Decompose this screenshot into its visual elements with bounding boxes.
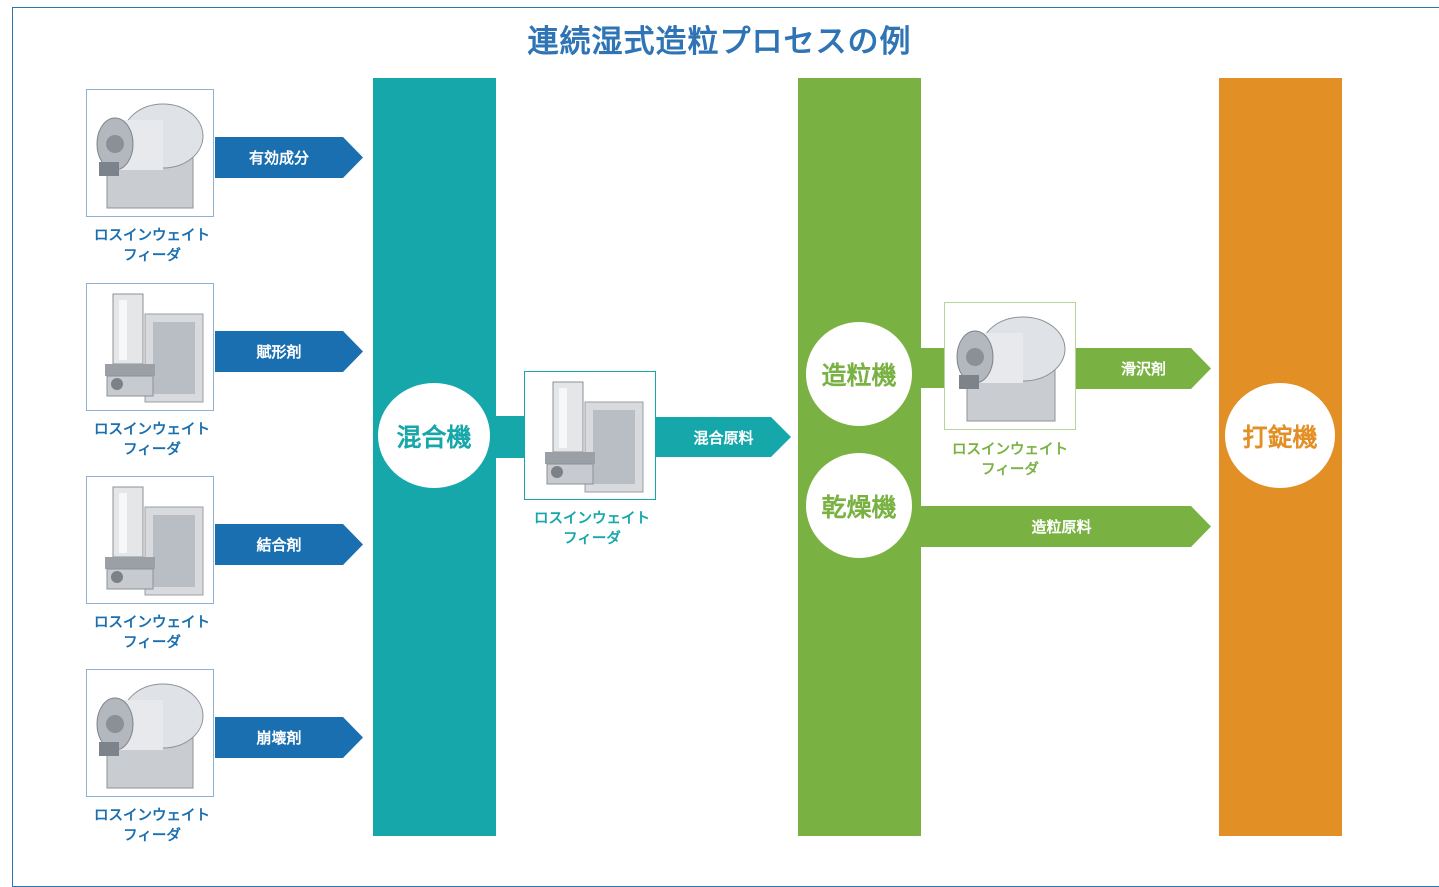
caption-line-2: フィーダ [123,442,181,458]
drum-feeder-icon [956,316,1066,422]
caption-line-2: フィーダ [123,635,181,651]
feed-input-label: 崩壊剤 [256,729,302,747]
lubricant-arrow: 滑沢剤 [1076,348,1211,389]
lubricant-feeder-image [944,302,1076,430]
feed-arrow: 有効成分 [215,137,363,178]
mid-feeder-caption: ロスインウェイト フィーダ [512,509,672,549]
granulator-node: 造粒機 [806,322,912,426]
mixer-node: 混合機 [378,383,490,488]
caption-line-1: ロスインウェイト [952,442,1068,458]
hopper-feeder-icon [545,381,644,493]
feed-arrow: 結合剤 [215,524,363,565]
caption-line-1: ロスインウェイト [94,808,210,824]
mixed-material-label: 混合原料 [693,428,754,447]
lubricant-connector [912,348,948,388]
granulator-label: 造粒機 [821,361,897,390]
feeder-image [86,89,214,217]
caption-line-2: フィーダ [563,531,621,547]
caption-line-2: フィーダ [123,828,181,844]
tablet-press-node: 打錠機 [1225,383,1335,488]
feed-arrow: 崩壊剤 [215,717,363,758]
hopper-feeder-icon [105,486,204,596]
feed-input-label: 結合剤 [256,536,302,554]
feeder-image [86,283,214,411]
drum-feeder-icon [96,683,204,789]
tablet-press-label: 打錠機 [1242,422,1318,452]
feed-arrow: 賦形剤 [215,331,363,372]
caption-line-1: ロスインウェイト [94,422,210,438]
caption-line-1: ロスインウェイト [94,615,210,631]
mid-feeder-image [524,371,656,500]
mixer-connector [490,416,530,458]
granule-label: 造粒原料 [1031,518,1092,536]
drum-feeder-icon [96,103,204,209]
lubricant-label: 滑沢剤 [1120,360,1166,378]
caption-line-2: フィーダ [981,462,1039,478]
feeder-image [86,669,214,797]
feeder-caption: ロスインウェイトフィーダ [72,613,232,653]
caption-line-1: ロスインウェイト [94,228,210,244]
granule-arrow: 造粒原料 [912,506,1211,547]
dryer-label: 乾燥機 [821,492,897,522]
mixer-label: 混合機 [396,422,472,452]
hopper-feeder-icon [105,293,204,403]
feed-input-label: 賦形剤 [256,343,302,361]
lubricant-feeder-caption: ロスインウェイト フィーダ [930,440,1090,480]
dryer-node: 乾燥機 [806,453,912,558]
caption-line-2: フィーダ [123,248,181,264]
diagram-title: 連続湿式造粒プロセスの例 [527,24,912,60]
feeder-caption: ロスインウェイトフィーダ [72,806,232,846]
feeder-caption: ロスインウェイトフィーダ [72,226,232,266]
caption-line-1: ロスインウェイト [534,511,650,527]
feeder-image [86,476,214,604]
feed-input-label: 有効成分 [248,149,309,167]
feeder-caption: ロスインウェイトフィーダ [72,420,232,460]
mixed-material-arrow: 混合原料 [656,417,791,457]
